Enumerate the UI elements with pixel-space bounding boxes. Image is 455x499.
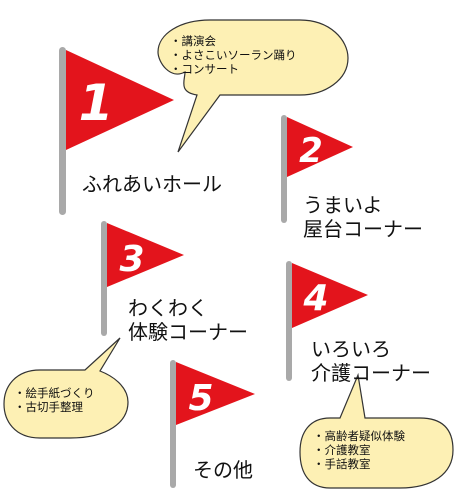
- area-4-label-line-2: 介護コーナー: [311, 361, 431, 385]
- flag-1-number: 1: [79, 74, 114, 132]
- flag-5-number: 5: [188, 378, 213, 419]
- flag-1-banner: [66, 50, 174, 150]
- flag-2: 2: [281, 115, 353, 223]
- area-2-label: うまいよ 屋台コーナー: [303, 193, 423, 241]
- area-4-label-line-1: いろいろ: [311, 337, 391, 361]
- flag-3: 3: [101, 221, 184, 336]
- area-5-label: その他: [193, 458, 253, 482]
- flag-3-pole: [101, 221, 107, 336]
- bubble-3-line-2: ・介護教室: [313, 443, 371, 457]
- bubble-3-shape: [299, 372, 454, 489]
- bubble-1-line-1: ・講演会: [170, 34, 216, 48]
- flag-5-pole: [170, 360, 176, 488]
- flag-3-banner: [107, 223, 184, 287]
- area-3-label: わくわく 体験コーナー: [128, 296, 248, 344]
- flag-4-number: 4: [302, 278, 328, 319]
- area-3-label-line-2: 体験コーナー: [128, 320, 248, 344]
- flag-2-banner: [287, 117, 353, 177]
- flag-4: 4: [286, 261, 368, 381]
- bubble-1-shape: [157, 19, 349, 153]
- area-2-label-line-1: うまいよ: [303, 193, 383, 217]
- area-3-label-line-1: わくわく: [128, 296, 208, 320]
- flag-4-banner: [292, 263, 368, 328]
- flag-3-number: 3: [119, 239, 144, 280]
- flag-2-pole: [281, 115, 287, 223]
- area-4-label: いろいろ 介護コーナー: [311, 337, 431, 385]
- bubble-2-text: ・絵手紙づくり ・古切手整理: [14, 386, 95, 414]
- area-2-label-line-2: 屋台コーナー: [303, 217, 423, 241]
- bubble-3-text: ・高齢者疑似体験 ・介護教室 ・手話教室: [313, 429, 405, 471]
- flag-1-pole: [59, 47, 66, 215]
- area-5-label-line-1: その他: [193, 458, 253, 482]
- bubble-3-line-3: ・手話教室: [313, 457, 371, 471]
- area-1-label-line-1: ふれあいホール: [82, 172, 222, 196]
- bubble-2-shape: [3, 337, 129, 439]
- bubble-1-text: ・講演会 ・よさこいソーラン踊り ・コンサート: [170, 34, 297, 76]
- bubble-2-line-2: ・古切手整理: [14, 400, 83, 414]
- flag-2-number: 2: [299, 131, 323, 171]
- flag-5: 5: [170, 360, 255, 488]
- bubble-1-line-3: ・コンサート: [170, 62, 239, 76]
- flag-4-pole: [286, 261, 292, 381]
- flag-1: 1: [59, 47, 174, 215]
- bubble-1-line-2: ・よさこいソーラン踊り: [170, 48, 297, 62]
- flag-5-banner: [176, 362, 255, 425]
- area-1-label: ふれあいホール: [82, 172, 222, 196]
- bubble-2-line-1: ・絵手紙づくり: [14, 386, 95, 400]
- bubble-3-line-1: ・高齢者疑似体験: [313, 429, 405, 443]
